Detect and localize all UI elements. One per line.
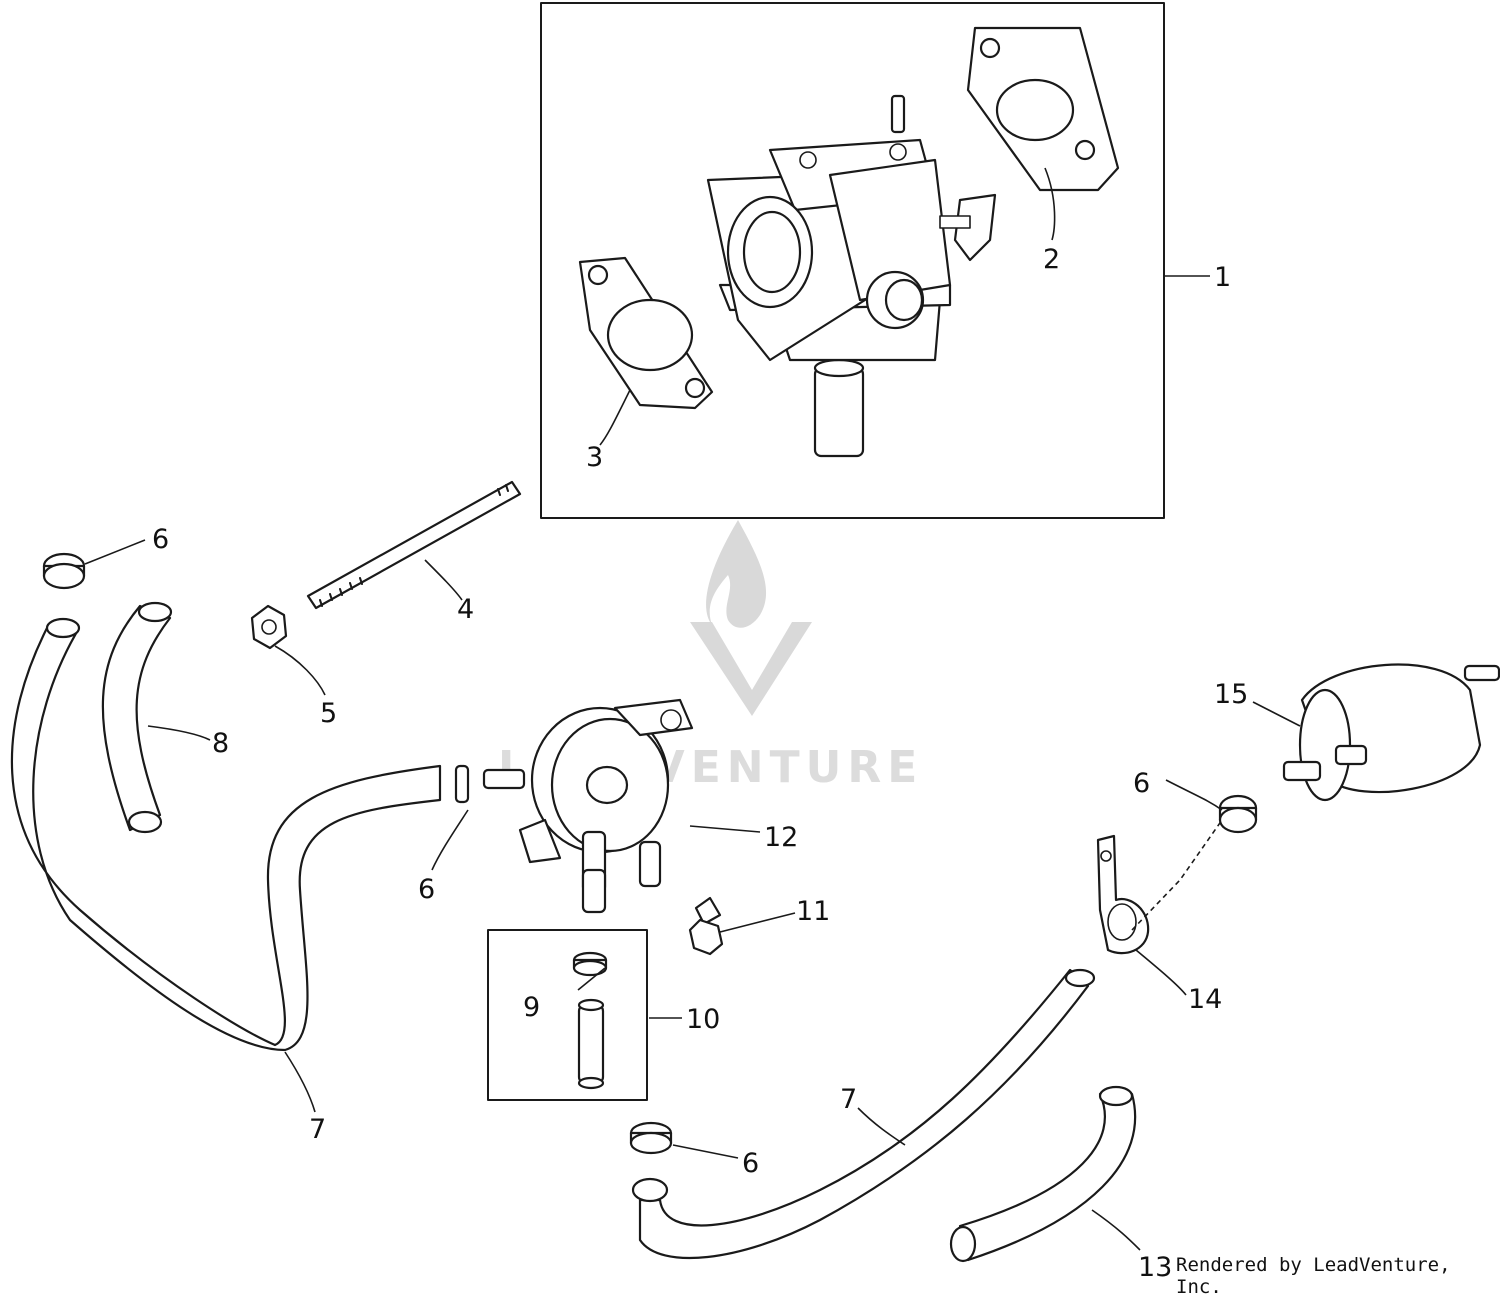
short-hose-left xyxy=(101,601,173,834)
fuel-filter xyxy=(1282,663,1500,802)
callout-4: 4 xyxy=(457,594,474,625)
clamp-right xyxy=(1218,794,1258,834)
stud xyxy=(306,480,522,610)
watermark-flame-icon xyxy=(706,520,767,628)
callout-2: 2 xyxy=(1043,244,1060,275)
clamp-bottom xyxy=(629,1121,673,1155)
long-hose-left xyxy=(10,617,442,1052)
nut xyxy=(250,604,288,650)
leader-lines xyxy=(84,167,1301,1251)
callout-1: 1 xyxy=(1214,262,1231,293)
callout-7-left: 7 xyxy=(309,1114,326,1145)
clamp-upper-left xyxy=(42,552,86,590)
gasket-top xyxy=(966,26,1120,192)
short-hose-bottom xyxy=(949,1085,1137,1263)
callout-6-upper-left: 6 xyxy=(152,524,169,555)
clamp-small-center xyxy=(454,764,470,804)
callout-10: 10 xyxy=(686,1004,720,1035)
screw xyxy=(688,896,724,956)
fitting xyxy=(577,998,605,1090)
carburetor-kit-box xyxy=(540,2,1165,519)
small-clamp xyxy=(572,951,608,977)
callout-6-bottom: 6 xyxy=(742,1148,759,1179)
line-clip xyxy=(1096,834,1150,955)
callout-12: 12 xyxy=(764,822,798,853)
fuel-pump xyxy=(482,698,694,914)
long-hose-bottom xyxy=(631,968,1096,1260)
repair-kit-box xyxy=(487,929,648,1101)
carburetor xyxy=(706,94,997,458)
callout-13: 13 xyxy=(1138,1252,1172,1283)
callout-3: 3 xyxy=(586,442,603,473)
callout-7-bottom: 7 xyxy=(840,1084,857,1115)
callout-15: 15 xyxy=(1214,679,1248,710)
callout-11: 11 xyxy=(796,896,830,927)
render-credit: Rendered by LeadVenture, Inc. xyxy=(1176,1254,1451,1298)
callout-6-right: 6 xyxy=(1133,768,1150,799)
callout-9: 9 xyxy=(523,992,540,1023)
callout-8: 8 xyxy=(212,728,229,759)
callout-6-center: 6 xyxy=(418,874,435,905)
callouts: 1 2 3 4 5 6 6 6 6 7 7 8 9 10 11 12 13 14… xyxy=(152,244,1248,1283)
callout-14: 14 xyxy=(1188,984,1222,1015)
callout-5: 5 xyxy=(320,698,337,729)
watermark-v-icon xyxy=(690,622,812,716)
gasket-left xyxy=(578,256,714,410)
